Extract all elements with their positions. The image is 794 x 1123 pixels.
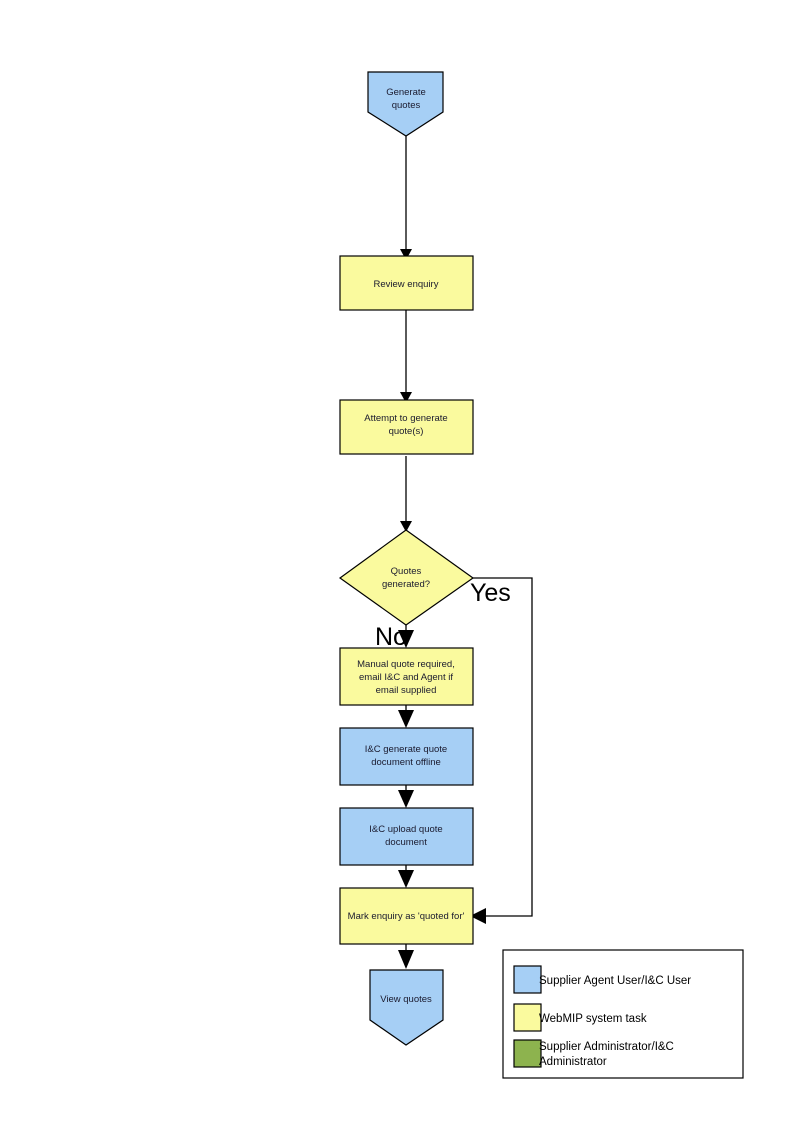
node-review-enquiry-shape	[339, 255, 474, 311]
node-mark-enquiry-as-quoted-for[interactable]: Mark enquiry as 'quoted for'	[339, 887, 474, 945]
branch-label-no: No	[375, 623, 407, 651]
node-manual-quote-required[interactable]: Manual quote required, email I&C and Age…	[339, 647, 474, 706]
node-manual-quote-required-label-line2: email I&C and Agent if	[359, 672, 453, 683]
legend-item-webmip-system-task: WebMIP system task	[513, 1003, 647, 1032]
node-ic-upload-quote-document-label-line2: document	[385, 837, 427, 848]
node-generate-quotes-label-line2: quotes	[392, 100, 421, 111]
connector-attempt-to-decision	[400, 456, 412, 532]
node-generate-quotes[interactable]: Generate quotes	[367, 71, 444, 137]
node-manual-quote-required-shape	[339, 647, 474, 706]
branch-label-yes: Yes	[470, 579, 511, 607]
node-ic-generate-quote-document-offline-shape	[339, 727, 474, 786]
node-view-quotes[interactable]: View quotes	[369, 969, 444, 1046]
legend-swatch-user-task	[513, 965, 542, 994]
node-ic-upload-quote-document-label-line1: I&C upload quote	[369, 824, 442, 835]
node-generate-quotes-label-line1: Generate	[386, 87, 426, 98]
node-attempt-to-generate-quotes-shape	[339, 399, 474, 455]
connector-manual-to-ic-generate	[398, 705, 414, 728]
node-mark-enquiry-as-quoted-for-shape	[339, 887, 474, 945]
legend-border	[502, 949, 744, 1079]
legend-item-supplier-administrator: Supplier Administrator/I&C Administrator	[513, 1039, 674, 1068]
node-manual-quote-required-label-line1: Manual quote required,	[357, 659, 455, 670]
legend-swatch-system-task	[513, 1003, 542, 1032]
legend-item-supplier-agent-user: Supplier Agent User/I&C User	[513, 965, 691, 994]
node-quotes-generated-decision-shape	[338, 529, 475, 626]
node-view-quotes-label: View quotes	[380, 994, 432, 1005]
legend-label-user-task: Supplier Agent User/I&C User	[539, 975, 691, 987]
node-review-enquiry[interactable]: Review enquiry	[339, 255, 474, 311]
node-manual-quote-required-label-line3: email supplied	[376, 685, 437, 696]
node-review-enquiry-label: Review enquiry	[374, 279, 439, 290]
node-attempt-to-generate-quotes-label-line1: Attempt to generate	[364, 413, 447, 424]
node-quotes-generated-decision-label-line1: Quotes	[391, 566, 422, 577]
legend-label-system-task: WebMIP system task	[539, 1013, 647, 1025]
legend-label-admin-task-line2: Administrator	[539, 1056, 607, 1068]
legend-swatch-admin-task	[513, 1039, 542, 1068]
node-view-quotes-shape	[369, 969, 444, 1046]
node-ic-generate-quote-document-offline-label-line2: document offline	[371, 757, 441, 768]
node-ic-upload-quote-document[interactable]: I&C upload quote document	[339, 807, 474, 866]
connector-ic-generate-to-ic-upload	[398, 785, 414, 808]
node-attempt-to-generate-quotes-label-line2: quote(s)	[389, 426, 424, 437]
node-attempt-to-generate-quotes[interactable]: Attempt to generate quote(s)	[339, 399, 474, 455]
connector-decision-no-to-manual	[398, 625, 414, 648]
node-ic-generate-quote-document-offline[interactable]: I&C generate quote document offline	[339, 727, 474, 786]
connector-mark-to-view-quotes	[398, 944, 414, 969]
legend: Supplier Agent User/I&C User WebMIP syst…	[502, 949, 744, 1079]
node-quotes-generated-decision-label-line2: generated?	[382, 579, 430, 590]
node-quotes-generated-decision[interactable]: Quotes generated?	[338, 529, 475, 626]
connector-decision-yes-to-mark	[470, 577, 533, 924]
legend-label-admin-task-line1: Supplier Administrator/I&C	[539, 1041, 674, 1053]
connector-review-to-attempt	[400, 310, 412, 403]
node-generate-quotes-shape	[367, 71, 444, 137]
connector-ic-upload-to-mark	[398, 865, 414, 888]
node-ic-generate-quote-document-offline-label-line1: I&C generate quote	[365, 744, 447, 755]
node-ic-upload-quote-document-shape	[339, 807, 474, 866]
node-mark-enquiry-as-quoted-for-label: Mark enquiry as 'quoted for'	[348, 911, 465, 922]
connector-generate-to-review	[400, 136, 412, 260]
